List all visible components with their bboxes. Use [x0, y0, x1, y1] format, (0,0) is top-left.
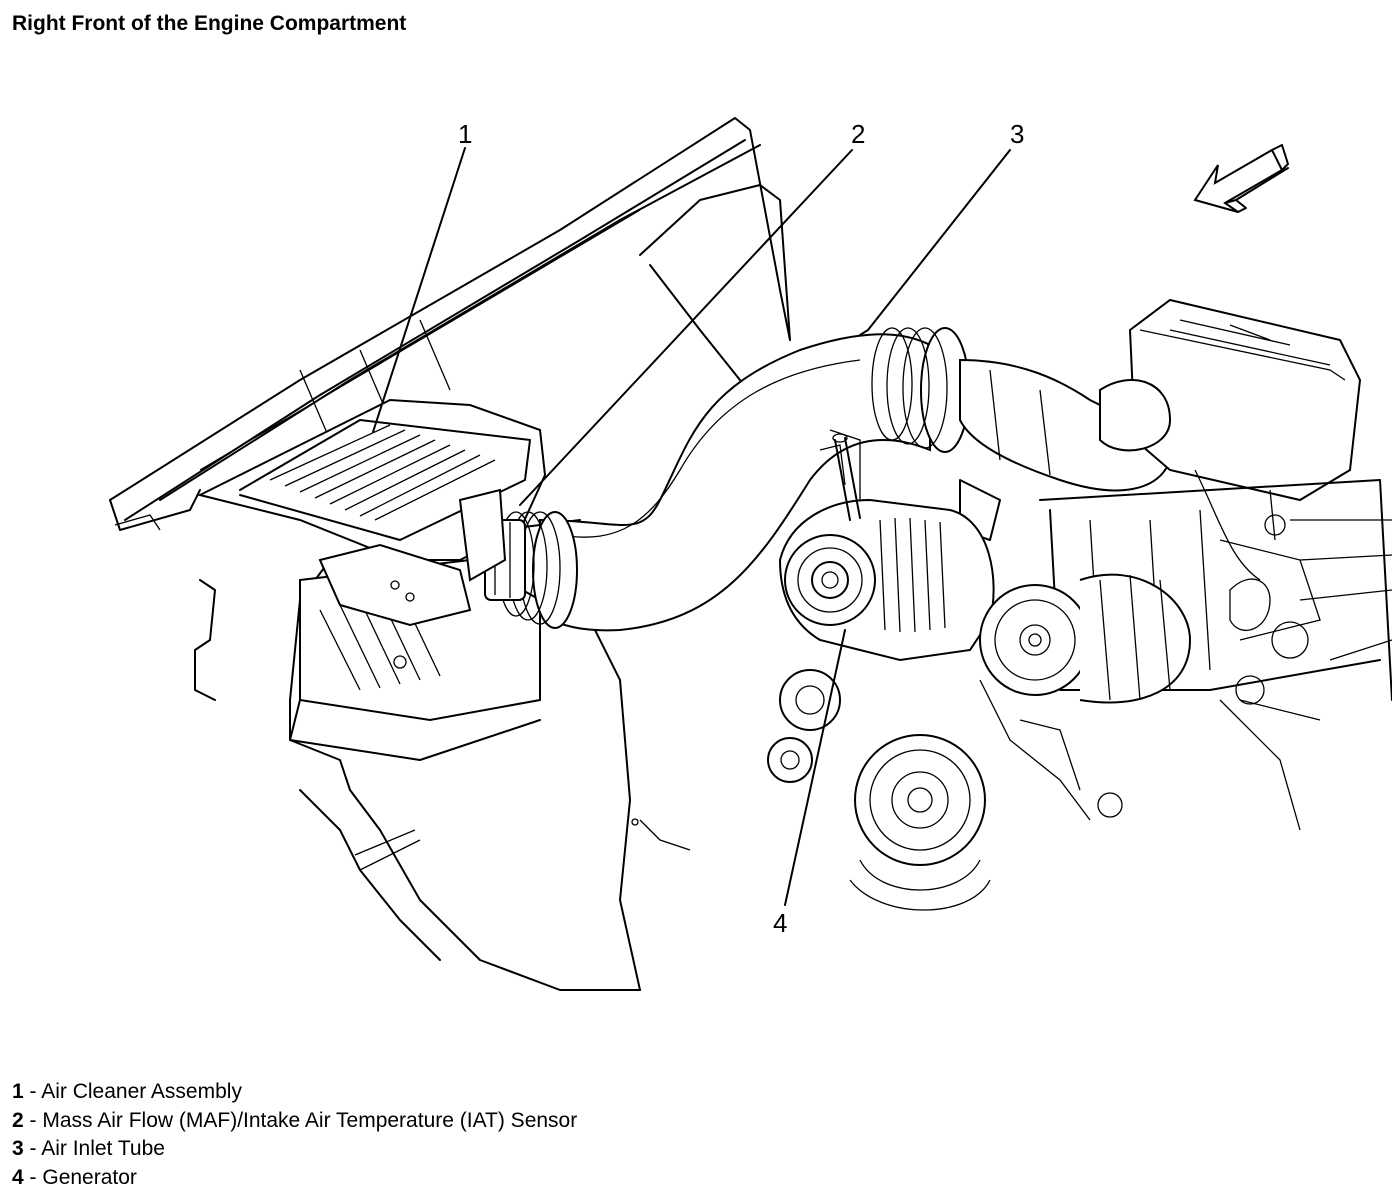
air-inlet-tube: [497, 327, 1172, 632]
leader-line-2: [519, 149, 853, 506]
leader-line-4: [784, 629, 846, 906]
leader-line-1: [372, 147, 466, 433]
inlet-bellows-right: [871, 327, 970, 453]
callout-1: 1: [458, 119, 472, 149]
fender-outline: [109, 117, 791, 531]
legend-item: 3 - Air Inlet Tube: [12, 1137, 165, 1160]
callout-3: 3: [1010, 119, 1024, 149]
callout-leaders: [372, 147, 1011, 906]
legend-item: 2 - Mass Air Flow (MAF)/Intake Air Tempe…: [12, 1108, 578, 1132]
callout-4: 4: [773, 908, 787, 938]
pulleys: [767, 573, 1192, 911]
air-cleaner-assembly: [197, 398, 547, 761]
leader-line-3: [859, 149, 1011, 336]
diagram-title: Right Front of the Engine Compartment: [12, 12, 407, 35]
engine-cover: [1099, 298, 1362, 502]
legend: 1 - Air Cleaner Assembly 2 - Mass Air Fl…: [12, 1078, 577, 1192]
callout-2: 2: [851, 119, 865, 149]
engine-tubes: [832, 433, 1286, 581]
front-direction-arrow-icon: [1193, 144, 1289, 213]
legend-item: 1 - Air Cleaner Assembly: [12, 1080, 242, 1103]
legend-item: 4 - Generator: [12, 1165, 137, 1189]
maf-iat-sensor: [458, 488, 526, 601]
generator: [778, 498, 995, 662]
